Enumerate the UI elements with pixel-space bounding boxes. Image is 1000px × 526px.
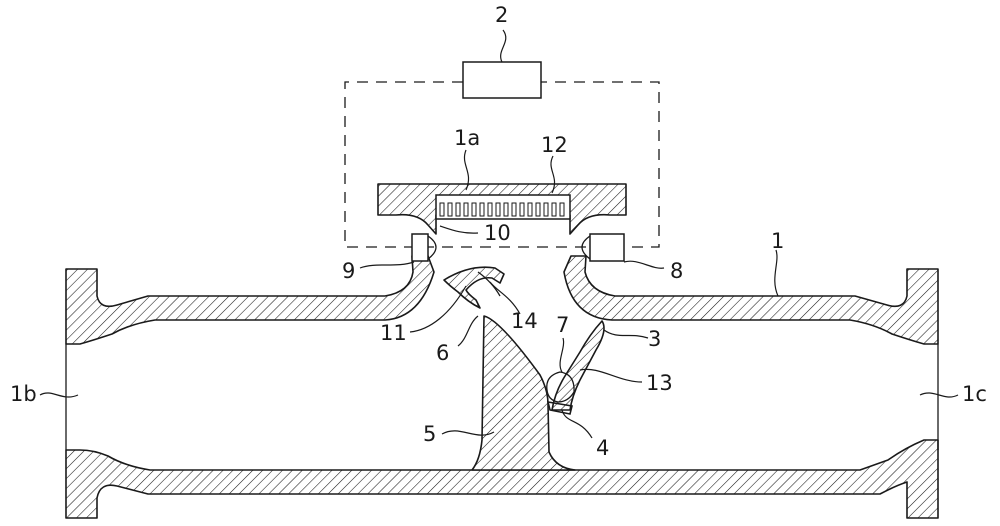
nozzle-left (411, 233, 429, 262)
sensor-grating (439, 202, 565, 217)
partition-cone (471, 315, 576, 471)
grating-slat (455, 202, 461, 217)
grating-slat (447, 202, 453, 217)
leader-2 (500, 29, 507, 63)
side-wall (551, 320, 605, 411)
valve-ball (546, 371, 575, 403)
leader-11 (409, 285, 467, 333)
grating-slat (519, 202, 525, 217)
leader-10 (439, 225, 479, 234)
grating-slat (535, 202, 541, 217)
nozzle-right (589, 233, 625, 262)
label-7: 7 (556, 313, 569, 337)
label-14: 14 (511, 309, 538, 333)
upper-pipe-wall-right (563, 255, 939, 345)
leader-1c (919, 392, 959, 398)
grating-slat (559, 202, 565, 217)
label-1: 1 (771, 229, 784, 253)
grating-slat (487, 202, 493, 217)
label-9: 9 (342, 259, 355, 283)
label-1c: 1c (962, 382, 987, 406)
label-2: 2 (495, 3, 508, 27)
label-1a: 1a (454, 126, 480, 150)
label-8: 8 (670, 259, 683, 283)
leader-8 (623, 260, 665, 269)
leader-9 (359, 261, 415, 269)
flap-element (443, 266, 505, 309)
grating-slat (471, 202, 477, 217)
leader-14 (489, 281, 521, 315)
valve-seat (546, 401, 573, 415)
control-enclosure-dashed-box (344, 81, 660, 248)
grating-slat (479, 202, 485, 217)
nozzle-left-cap (427, 235, 437, 260)
leader-7 (559, 337, 565, 373)
grating-slat (503, 202, 509, 217)
label-3: 3 (648, 327, 661, 351)
label-11: 11 (380, 321, 407, 345)
grating-slat (439, 202, 445, 217)
nozzle-right-cap (581, 235, 591, 260)
controller-box (462, 61, 542, 99)
leader-3 (603, 329, 649, 339)
leader-13 (579, 368, 643, 383)
leader-5 (441, 430, 495, 436)
lower-pipe-wall (65, 439, 939, 519)
upper-pipe-wall (65, 255, 435, 345)
leader-12 (550, 155, 556, 194)
leader-1b (39, 392, 79, 398)
label-5: 5 (423, 422, 436, 446)
grating-slat (463, 202, 469, 217)
grating-slat (543, 202, 549, 217)
label-4: 4 (596, 436, 609, 460)
label-13: 13 (646, 371, 673, 395)
label-12: 12 (541, 133, 568, 157)
label-1b: 1b (10, 382, 37, 406)
grating-slat (551, 202, 557, 217)
label-6: 6 (436, 341, 449, 365)
leader-6 (457, 315, 479, 347)
leader-4 (561, 409, 593, 439)
grating-slat (527, 202, 533, 217)
grating-slat (511, 202, 517, 217)
grating-slat (495, 202, 501, 217)
leader-1a (463, 149, 470, 191)
leader-1 (774, 249, 779, 297)
label-10: 10 (484, 221, 511, 245)
